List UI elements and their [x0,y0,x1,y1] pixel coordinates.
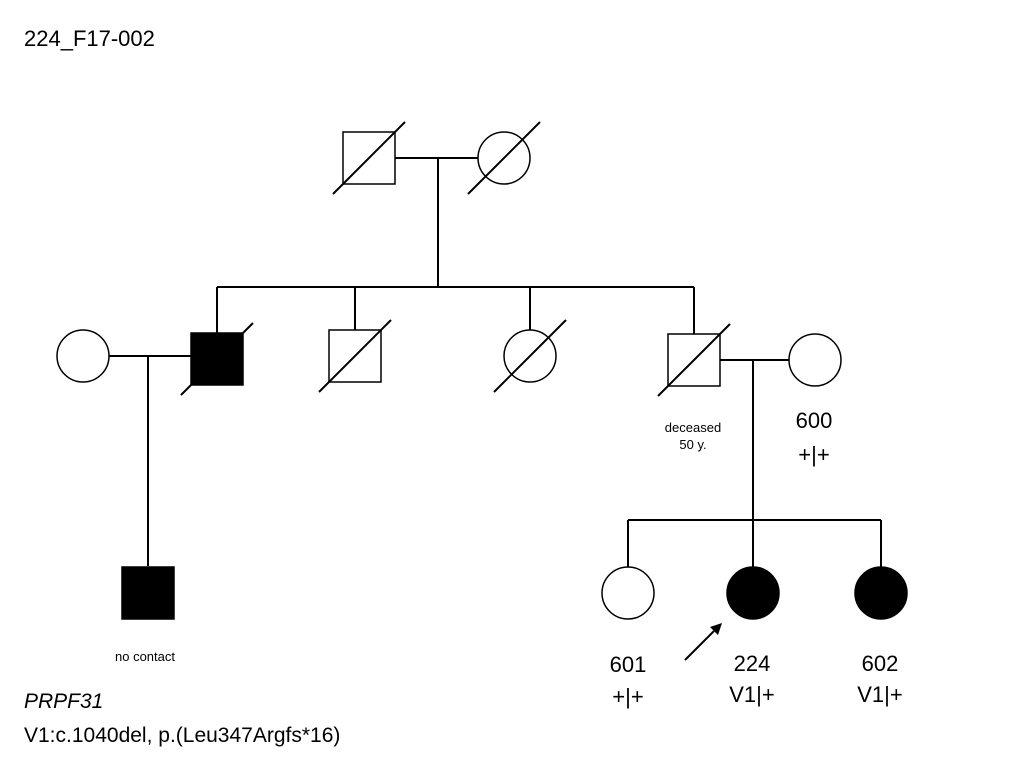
family-id-title: 224_F17-002 [24,26,155,51]
deceased-slash-uncle1 [180,322,254,396]
sib2-genotype-label: V1|+ [857,682,902,707]
female-symbol-proband [726,566,780,620]
deceased-slash-gm [467,121,541,195]
pedigree-lines [109,157,882,567]
deceased-slash-father [657,323,731,397]
deceased-slash-gf [332,121,406,195]
deceased-slash-uncle2 [318,319,392,393]
individuals-layer [56,121,908,620]
proband-arrow [684,623,722,661]
male-symbol-cousin [121,566,175,620]
mother-genotype-label: +|+ [798,442,829,467]
variant-description: V1:c.1040del, p.(Leu347Argfs*16) [24,724,340,747]
sib1-id-label: 601 [610,652,647,677]
gene-name: PRPF31 [24,690,103,713]
father-note-age: 50 y. [679,437,706,452]
sib1-genotype-label: +|+ [612,684,643,709]
mother-id-label: 600 [796,408,833,433]
proband-genotype-label: V1|+ [729,682,774,707]
female-symbol-mother [788,333,842,387]
father-note-deceased: deceased [665,420,721,435]
proband-id-label: 224 [734,651,771,676]
female-symbol-sib2 [854,566,908,620]
cousin-note: no contact [115,649,175,664]
deceased-slash-aunt1 [493,319,567,393]
female-symbol-aunt_in_law [56,329,110,383]
sib2-id-label: 602 [862,651,899,676]
proband-arrow-shaft [684,630,715,661]
proband-arrow-head [710,623,722,635]
female-symbol-sib1 [601,566,655,620]
